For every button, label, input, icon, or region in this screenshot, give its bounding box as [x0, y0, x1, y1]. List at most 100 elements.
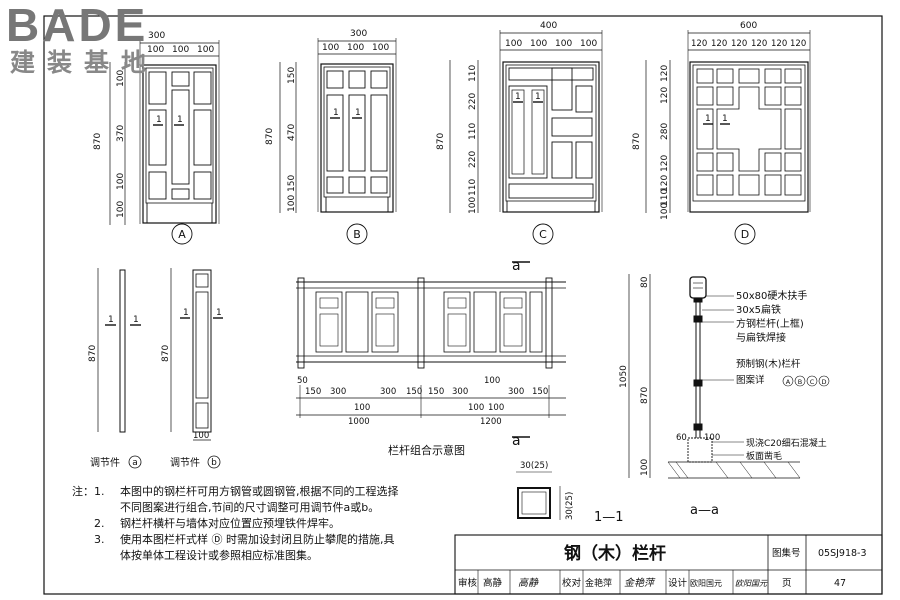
svg-text:100: 100 [197, 45, 214, 55]
logo-brand: BADE [6, 0, 149, 51]
svg-text:50: 50 [297, 376, 308, 386]
svg-text:150: 150 [287, 175, 297, 192]
elevation-d: 600 120 120 120 120 120 120 [632, 21, 811, 245]
adjuster-a-letter: a [132, 458, 138, 468]
svg-text:120: 120 [790, 39, 806, 49]
svg-text:1: 1 [333, 108, 339, 118]
svg-text:870: 870 [640, 387, 650, 404]
svg-text:870: 870 [265, 128, 275, 145]
svg-text:120: 120 [771, 39, 787, 49]
svg-text:1: 1 [515, 92, 521, 102]
svg-text:100: 100 [660, 203, 670, 220]
reviewer-signature: 高静 [518, 577, 539, 589]
svg-text:100: 100 [116, 201, 126, 218]
svg-text:100: 100 [287, 195, 297, 212]
svg-text:300: 300 [350, 29, 367, 39]
designer-signature: 欧阳国元 [735, 579, 768, 588]
svg-text:a: a [512, 433, 521, 449]
svg-text:100: 100 [193, 431, 209, 441]
svg-text:400: 400 [540, 21, 557, 31]
svg-text:150: 150 [428, 387, 444, 397]
elevation-c: 400 100 100 100 100 1 1 870 110 220 110 … [436, 21, 603, 245]
adjuster-a-label: 调节件 [90, 457, 120, 469]
bade-logo: BADE 建装基地 [6, 2, 158, 78]
svg-text:1000: 1000 [348, 417, 370, 427]
pattern-label-c [532, 223, 554, 245]
svg-text:D: D [821, 378, 826, 386]
svg-text:300: 300 [508, 387, 524, 397]
svg-text:370: 370 [116, 125, 126, 142]
svg-text:150: 150 [287, 67, 297, 84]
svg-text:470: 470 [287, 124, 297, 141]
drawing-title: 钢（木）栏杆 [564, 543, 666, 564]
svg-text:120: 120 [660, 155, 670, 172]
note-item: 2.钢栏杆横杆与墙体对应位置应预埋铁件焊牢。 [94, 517, 340, 530]
svg-text:280: 280 [660, 123, 670, 140]
svg-text:150: 150 [406, 387, 422, 397]
note-item: 3.使用本图栏杆式样 Ⓓ 时需加设封闭且防止攀爬的措施,具体按单体工程设计或参照… [94, 533, 395, 562]
pattern-label-d [734, 223, 756, 245]
svg-text:30(25): 30(25) [565, 492, 575, 520]
svg-text:110: 110 [468, 179, 478, 196]
svg-text:100: 100 [347, 43, 364, 53]
svg-text:100: 100 [488, 403, 504, 413]
callout-flat-steel: 30x5扁铁 [736, 303, 781, 316]
svg-text:100: 100 [580, 39, 597, 49]
checker-signature: 金艳萍 [624, 577, 656, 589]
svg-text:150: 150 [532, 387, 548, 397]
svg-text:120: 120 [751, 39, 767, 49]
svg-text:校对: 校对 [562, 577, 582, 589]
callout-post-2: 与扁铁焊接 [736, 331, 786, 344]
svg-text:金艳萍: 金艳萍 [585, 577, 612, 589]
svg-text:220: 220 [468, 151, 478, 168]
title-block: 钢（木）栏杆 图集号 05SJ918-3 审核 高静 高静 校对 金艳萍 金艳萍… [454, 534, 883, 595]
general-notes: 注： 1.本图中的钢栏杆可用方钢管或圆钢管,根据不同的工程选择不同图案进行组合,… [72, 484, 402, 564]
svg-text:100: 100 [555, 39, 572, 49]
svg-text:120: 120 [660, 87, 670, 104]
svg-text:60: 60 [676, 433, 687, 443]
svg-text:C: C [810, 378, 815, 386]
svg-text:870: 870 [88, 345, 98, 362]
svg-text:870: 870 [436, 133, 446, 150]
svg-text:A: A [786, 378, 791, 386]
svg-text:1: 1 [183, 308, 189, 318]
svg-text:1050: 1050 [619, 365, 629, 388]
svg-text:150: 150 [305, 387, 321, 397]
pattern-label-a [171, 223, 193, 245]
svg-text:页: 页 [782, 578, 792, 589]
elevation-a: 300 100 100 100 1 1 870 100 370 100 100 [93, 31, 220, 245]
section-11-label: 1—1 [594, 510, 624, 525]
svg-text:100: 100 [322, 43, 339, 53]
svg-text:120: 120 [691, 39, 707, 49]
svg-text:1: 1 [722, 114, 728, 124]
svg-text:110: 110 [468, 123, 478, 140]
svg-text:欧阳国元: 欧阳国元 [690, 578, 722, 588]
svg-text:300: 300 [330, 387, 346, 397]
svg-text:A: A [178, 228, 186, 241]
adjuster-b-letter: b [211, 458, 217, 468]
svg-text:100: 100 [468, 197, 478, 214]
svg-text:1: 1 [216, 308, 222, 318]
combination-title: 栏杆组合示意图 [388, 443, 465, 457]
svg-text:120: 120 [731, 39, 747, 49]
elevation-b: 300 100 100 100 1 1 870 150 470 150 100 … [265, 29, 397, 245]
svg-text:120: 120 [711, 39, 727, 49]
svg-text:100: 100 [704, 433, 720, 443]
svg-text:设计: 设计 [668, 577, 688, 589]
svg-text:B: B [353, 228, 361, 241]
svg-text:220: 220 [468, 93, 478, 110]
svg-text:100: 100 [505, 39, 522, 49]
svg-text:100: 100 [116, 70, 126, 87]
callout-handrail: 50x80硬木扶手 [736, 289, 807, 302]
section-aa-label: a—a [690, 503, 719, 518]
section-1-1: 30(25) 30(25) 1—1 [516, 461, 624, 525]
svg-text:100: 100 [530, 39, 547, 49]
svg-text:图集号: 图集号 [772, 547, 801, 559]
callout-precast-2: 图案详 [736, 374, 765, 386]
note-item: 1.本图中的钢栏杆可用方钢管或圆钢管,根据不同的工程选择不同图案进行组合,节间的… [94, 485, 399, 514]
svg-text:1: 1 [355, 108, 361, 118]
svg-text:870: 870 [161, 345, 171, 362]
svg-text:D: D [741, 228, 749, 241]
svg-text:110: 110 [468, 65, 478, 82]
